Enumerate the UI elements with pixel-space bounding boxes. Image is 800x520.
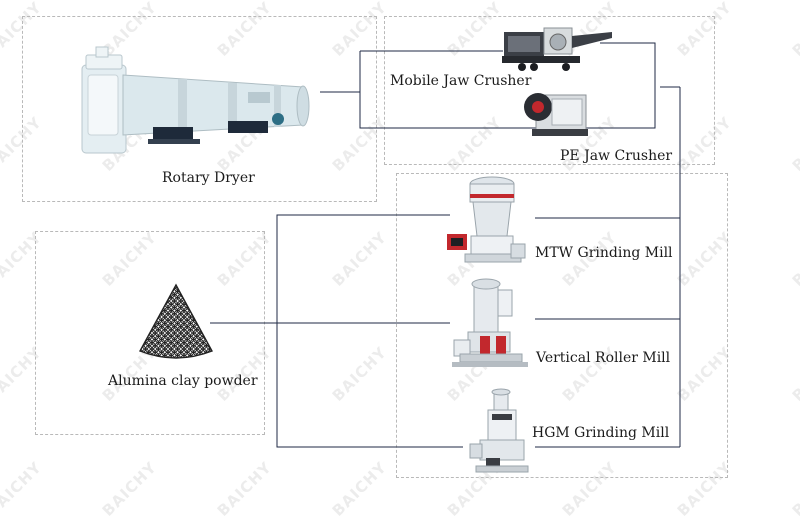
- vertical-roller-mill-label: Vertical Roller Mill: [536, 350, 671, 366]
- hgm-grinding-mill-label: HGM Grinding Mill: [532, 425, 670, 441]
- mtw-grinding-mill-image: [447, 176, 526, 263]
- rotary-dryer-label: Rotary Dryer: [162, 170, 255, 186]
- hgm-grinding-mill-image: [469, 388, 529, 473]
- crusher-group-box: [384, 16, 715, 165]
- rotary-dryer-image: [81, 46, 310, 154]
- dryer-group-box: [22, 16, 377, 202]
- mobile-jaw-crusher-label: Mobile Jaw Crusher: [390, 73, 532, 89]
- mobile-jaw-crusher-image: [502, 27, 612, 71]
- powder-cone-image: [139, 283, 213, 359]
- pe-jaw-crusher-label: PE Jaw Crusher: [560, 148, 673, 164]
- connector-mills-to-product: [276, 214, 463, 448]
- vertical-roller-mill-image: [452, 278, 528, 367]
- pe-jaw-crusher-image: [524, 93, 588, 136]
- flow-connectors: [210, 42, 681, 448]
- alumina-clay-powder-label: Alumina clay powder: [108, 373, 258, 389]
- mtw-grinding-mill-label: MTW Grinding Mill: [535, 245, 673, 261]
- mill-group-box: [396, 173, 728, 478]
- product-group-box: [35, 231, 265, 435]
- connector-crusher-bracket: [359, 42, 656, 129]
